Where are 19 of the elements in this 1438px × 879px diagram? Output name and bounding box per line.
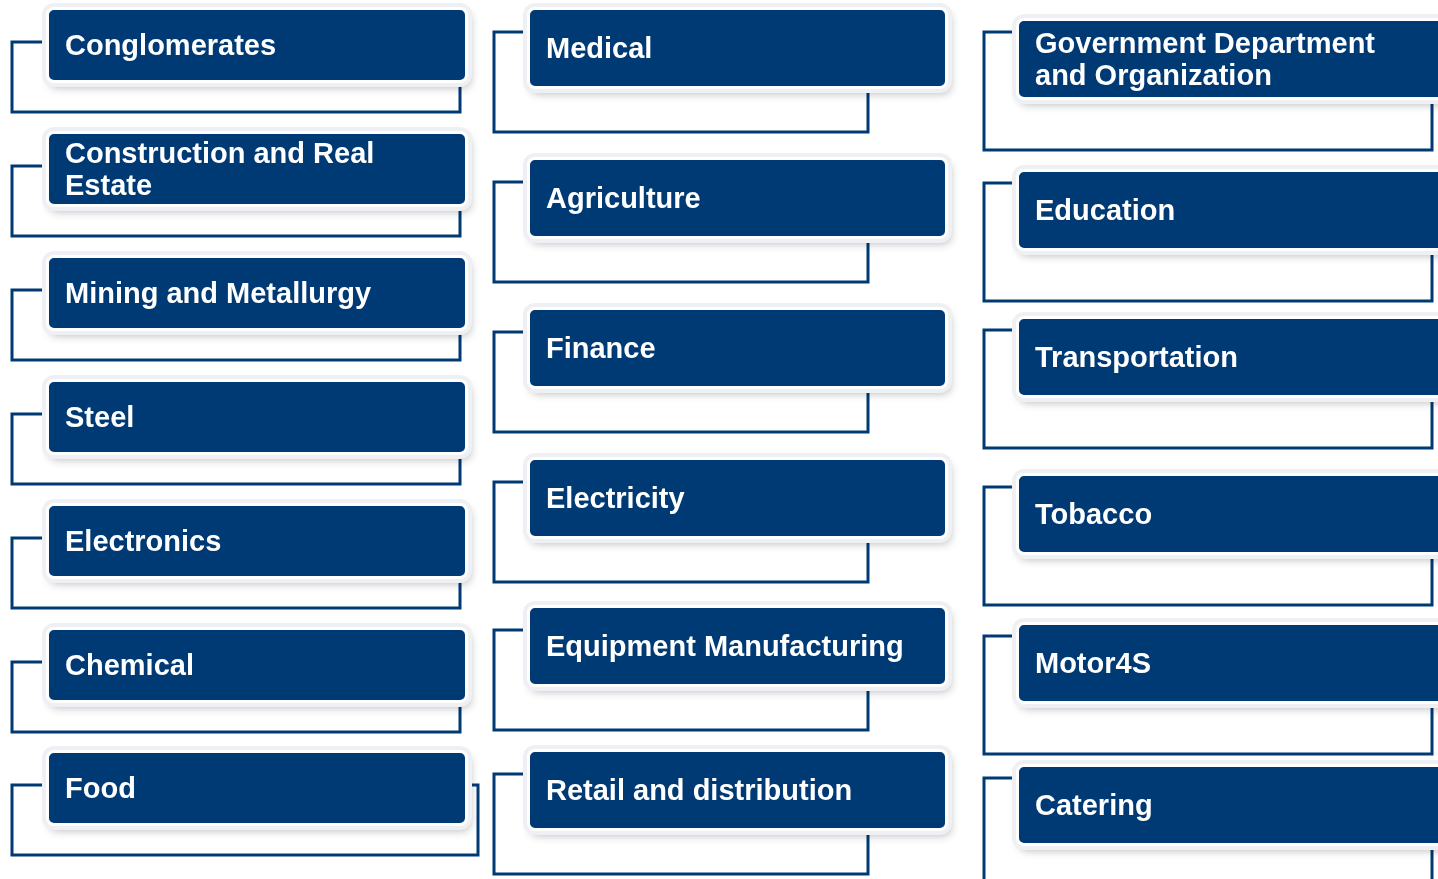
- category-label: Motor4S: [1035, 646, 1151, 680]
- category-label: Education: [1035, 193, 1176, 227]
- category-label: Conglomerates: [65, 28, 277, 62]
- category-label: Tobacco: [1035, 497, 1153, 531]
- category-label: Equipment Manufacturing: [546, 629, 904, 663]
- category-label: Retail and distribution: [546, 773, 853, 807]
- category-label: Transportation: [1035, 340, 1238, 374]
- category-label: Construction and Real Estate: [65, 136, 376, 202]
- category-label: Agriculture: [546, 181, 701, 215]
- category-label: Food: [65, 771, 136, 805]
- category-label: Steel: [65, 400, 135, 434]
- category-label: Government Department and Organization: [1035, 26, 1376, 92]
- category-label: Mining and Metallurgy: [65, 276, 372, 310]
- category-label: Chemical: [65, 648, 194, 682]
- category-label: Medical: [546, 31, 653, 65]
- category-label: Electronics: [65, 524, 222, 558]
- category-label: Catering: [1035, 788, 1153, 822]
- category-label: Finance: [546, 331, 656, 365]
- category-label: Electricity: [546, 481, 685, 515]
